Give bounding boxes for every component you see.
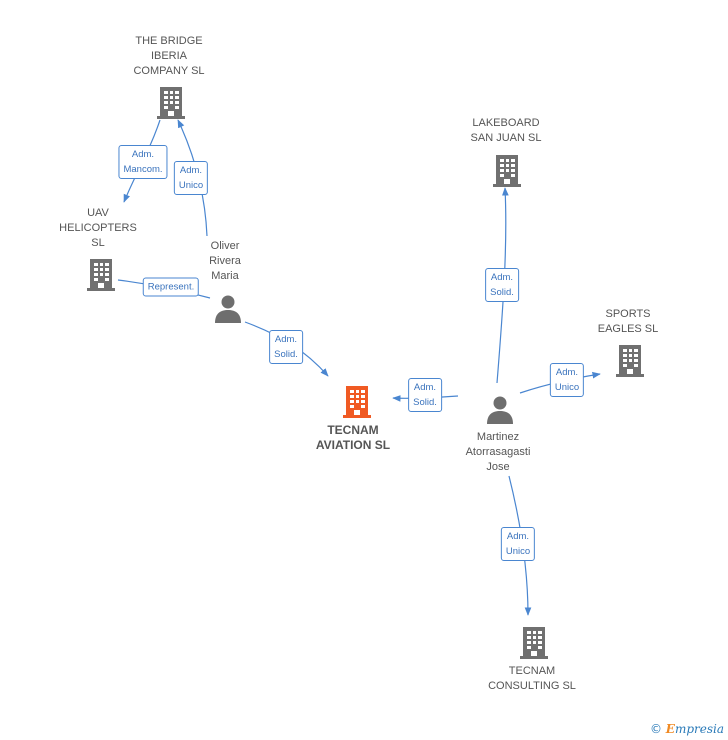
copyright-symbol: © — [649, 722, 662, 736]
edge-label-line: Adm. — [131, 149, 155, 160]
edge-label-mancom[interactable]: Adm. Mancom. — [118, 145, 168, 179]
edge-label-represent[interactable]: Represent. — [142, 277, 200, 297]
edge-label-line: Mancom. — [123, 164, 163, 175]
uav-company-label[interactable]: UAV HELICOPTERS SL — [59, 206, 137, 251]
edge-label-line: Unico — [505, 546, 531, 557]
label-line: TECNAM — [508, 665, 556, 677]
label-line: Atorrasagasti — [465, 446, 531, 458]
oliver-person-icon — [215, 295, 241, 323]
martinez-person-icon — [487, 396, 513, 424]
label-line: Jose — [486, 461, 510, 473]
label-line: LAKEBOARD — [472, 117, 540, 129]
lakeboard-company-label[interactable]: LAKEBOARD SAN JUAN SL — [471, 116, 542, 146]
label-line: Rivera — [209, 255, 241, 267]
edge-label-line: Adm. — [506, 531, 530, 542]
martinez-person-label[interactable]: Martinez Atorrasagasti Jose — [466, 430, 531, 475]
brand-initial: E — [665, 722, 675, 736]
label-line: SL — [91, 237, 105, 249]
edge-label-line: Adm. — [274, 334, 298, 345]
bridge-building-icon — [157, 87, 185, 119]
label-line: UAV — [87, 207, 109, 219]
edge-label-line: Solid. — [274, 349, 298, 360]
edge-label-unico-consulting[interactable]: Adm. Unico — [500, 527, 536, 561]
edge-label-line: Represent. — [147, 281, 195, 293]
uav-building-icon — [87, 259, 115, 291]
label-line: COMPANY SL — [133, 65, 205, 77]
edge-label-solid-lakeboard[interactable]: Adm. Solid. — [485, 268, 519, 302]
edge-label-line: Adm. — [413, 382, 437, 393]
edge-label-line: Solid. — [413, 397, 437, 408]
brand-name: mpresia — [674, 722, 724, 736]
label-line: CONSULTING SL — [488, 680, 576, 692]
edge-label-unico-sports[interactable]: Adm. Unico — [549, 363, 585, 397]
edge-label-line: Adm. — [179, 165, 203, 176]
sports-building-icon — [616, 345, 644, 377]
label-line: SAN JUAN SL — [470, 132, 542, 144]
label-line: HELICOPTERS — [59, 222, 137, 234]
label-line: Maria — [211, 270, 239, 282]
label-line: AVIATION SL — [315, 438, 391, 452]
edge-label-solid-martinez[interactable]: Adm. Solid. — [408, 378, 442, 412]
sports-company-label[interactable]: SPORTS EAGLES SL — [598, 307, 659, 337]
edge-label-line: Solid. — [490, 287, 514, 298]
edge-label-solid-oliver[interactable]: Adm. Solid. — [269, 330, 303, 364]
label-line: TECNAM — [327, 423, 379, 437]
label-line: Martinez — [476, 431, 520, 443]
edge-label-line: Adm. — [555, 367, 579, 378]
edge-label-line: Unico — [554, 382, 580, 393]
label-line: Oliver — [210, 240, 240, 252]
consulting-company-label[interactable]: TECNAM CONSULTING SL — [488, 664, 576, 694]
main-building-icon — [343, 386, 371, 418]
empresia-watermark[interactable]: © Empresia — [650, 722, 724, 736]
edge-label-unico-bridge[interactable]: Adm. Unico — [173, 161, 209, 195]
consulting-building-icon — [520, 627, 548, 659]
label-line: IBERIA — [150, 50, 188, 62]
edge-label-line: Unico — [178, 180, 204, 191]
label-line: EAGLES SL — [597, 323, 659, 335]
main-company-label[interactable]: TECNAM AVIATION SL — [316, 423, 390, 453]
label-line: SPORTS — [605, 308, 651, 320]
lakeboard-building-icon — [493, 155, 521, 187]
oliver-person-label[interactable]: Oliver Rivera Maria — [209, 239, 241, 284]
bridge-company-label[interactable]: THE BRIDGE IBERIA COMPANY SL — [133, 34, 204, 79]
label-line: THE BRIDGE — [135, 35, 203, 47]
edge-label-line: Adm. — [490, 272, 514, 283]
